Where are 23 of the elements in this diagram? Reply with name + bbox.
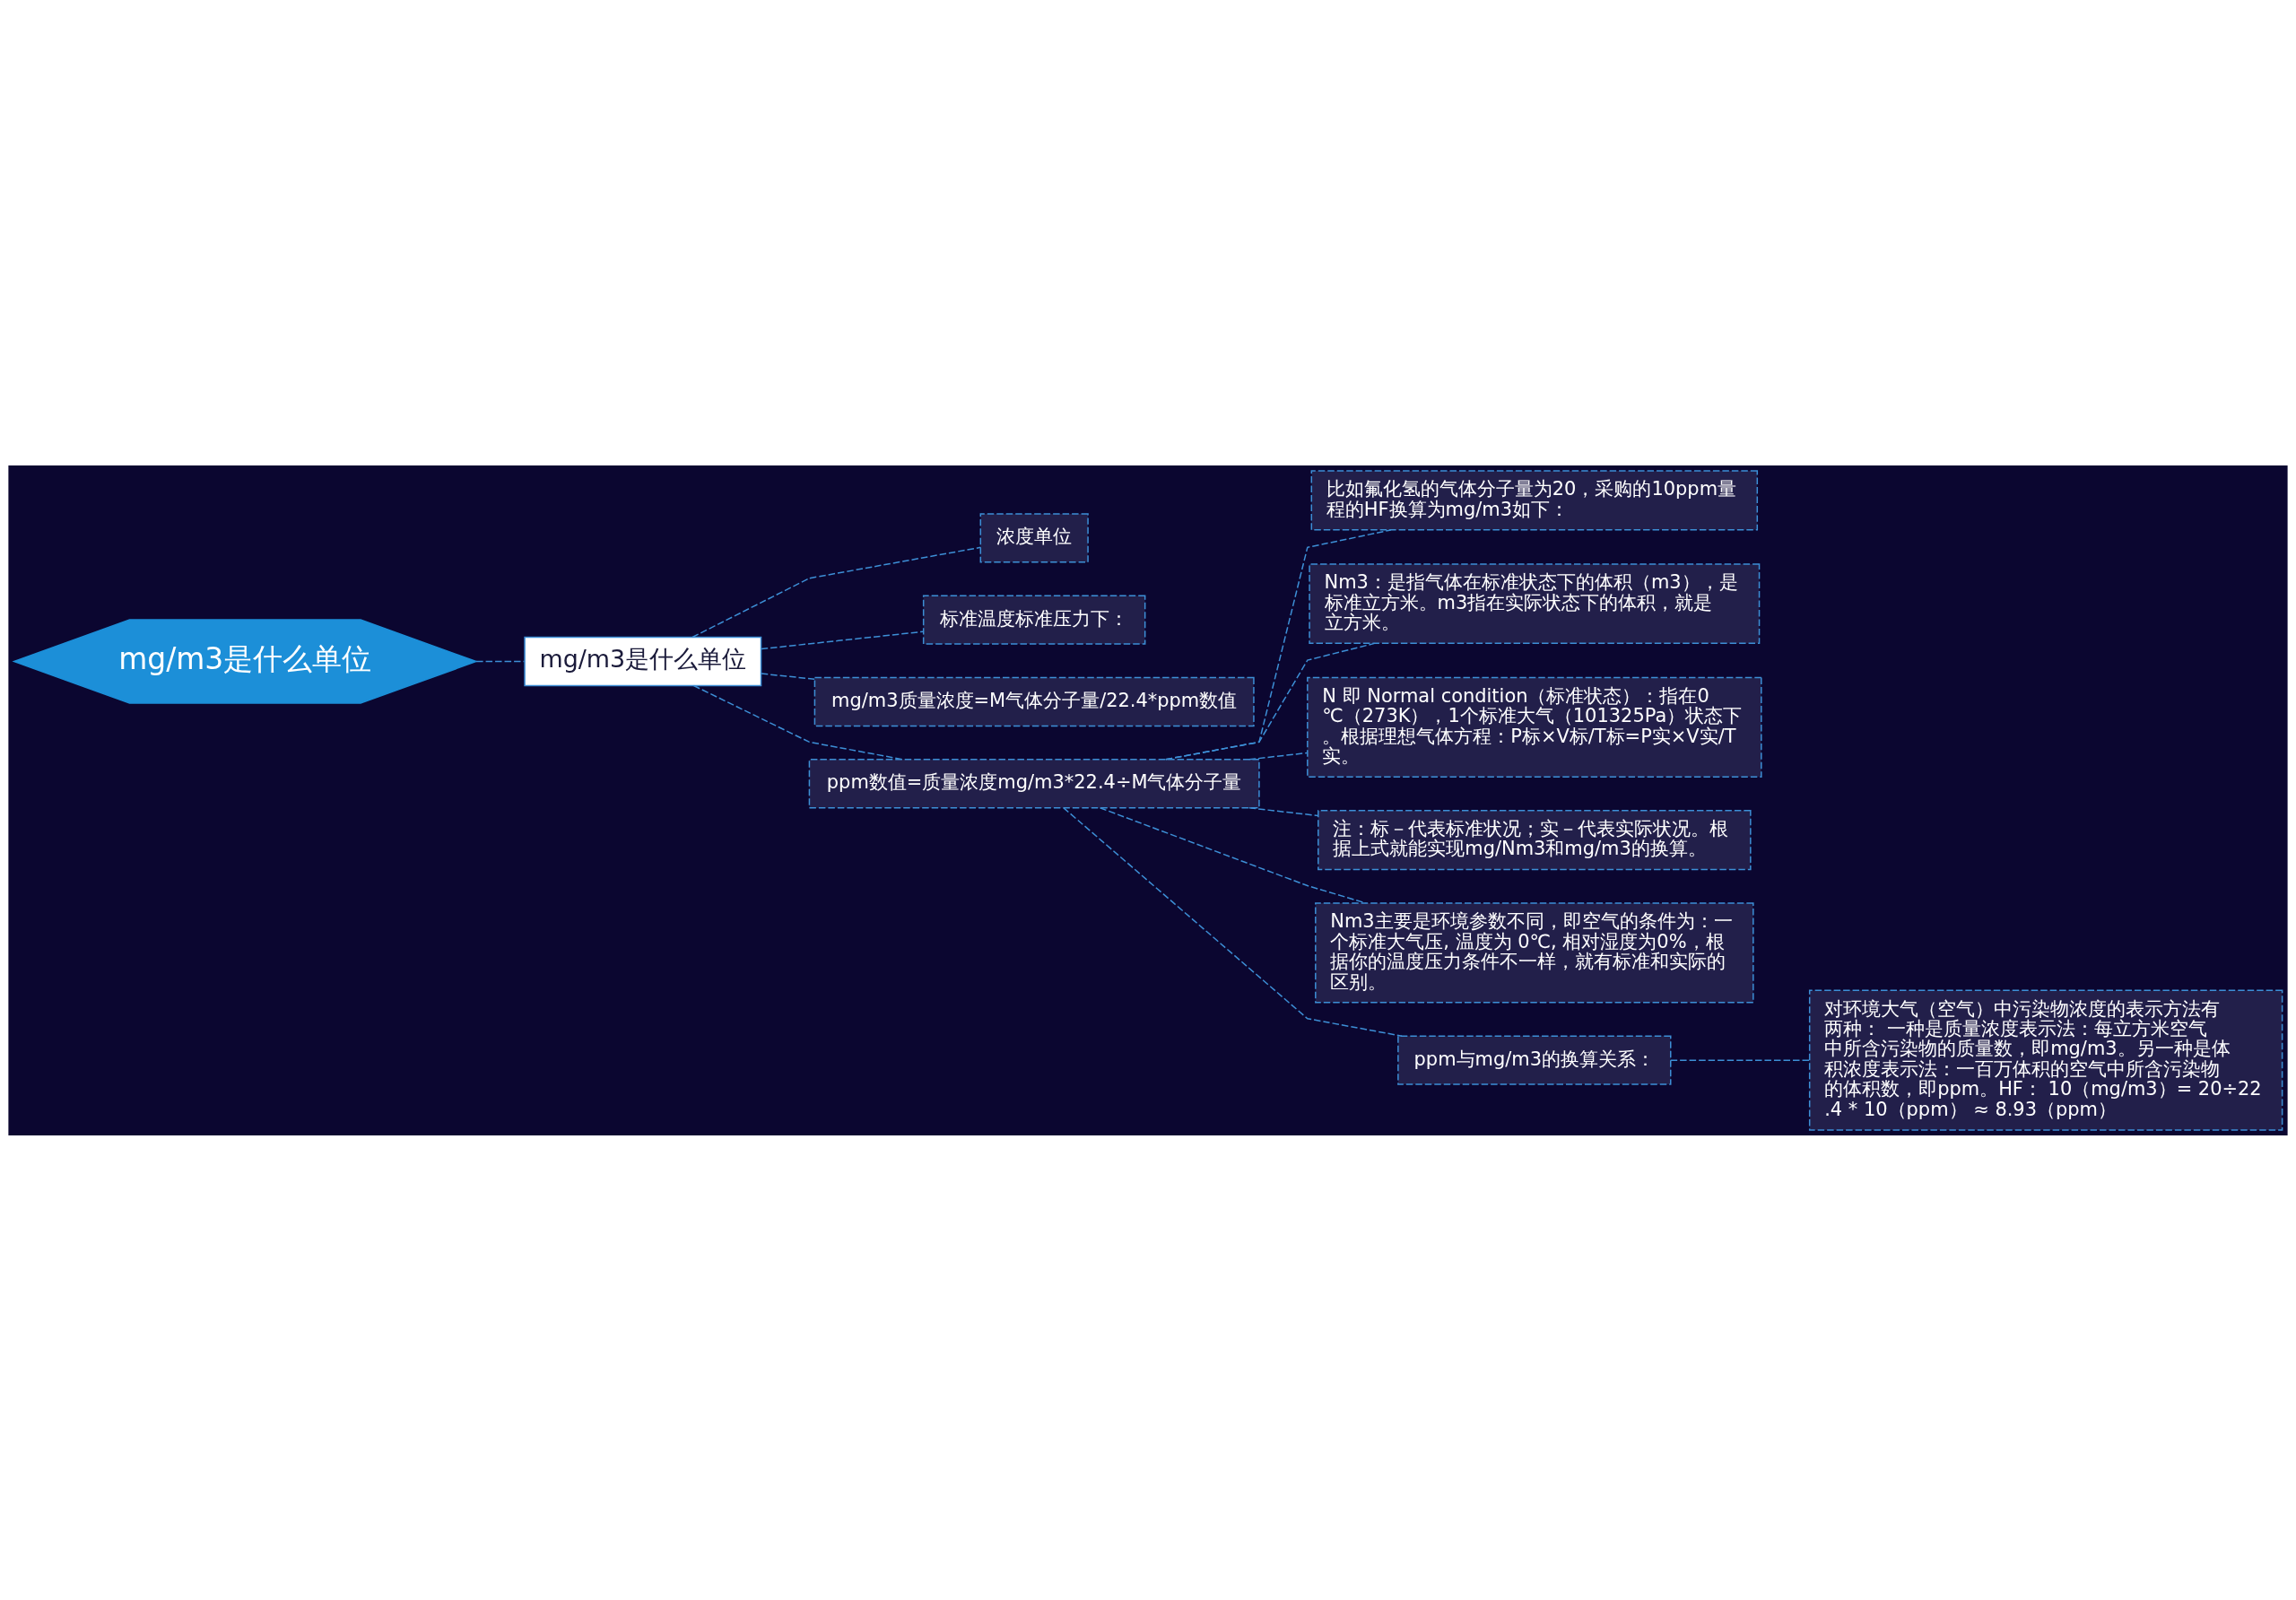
node-box: 标准温度标准压力下：: [922, 594, 1146, 645]
node-box: Nm3主要是环境参数不同，即空气的条件为：一个标准大气压, 温度为 0℃, 相对湿度为0%，根据你的温度压力条件不一样，就有标准和实际的区别。: [1315, 901, 1754, 1004]
node-box: mg/m3是什么单位: [524, 636, 762, 686]
node-box: 比如氟化氢的气体分子量为20，采购的10ppm量程的HF换算为mg/m3如下：: [1310, 469, 1759, 531]
connector: [692, 684, 904, 761]
node-box: 对环境大气（空气）中污染物浓度的表示方法有两种： 一种是质量浓度表示法：每立方米空气中所含污染物的质量数，即mg/m3。另一种是体积浓度表示法：一百万体积的空气中所含污染物的体积数，即ppm。HF： 10（mg/m3）= 20÷22.4 * 10（ppm） ≈ 8.93（ppm）: [1808, 989, 2283, 1131]
node-box: 注：标－代表标准状况；实－代表实际状况。根据上式就能实现mg/Nm3和mg/m3的换算。: [1318, 809, 1752, 870]
connector: [475, 660, 526, 662]
node-box: ppm数值=质量浓度mg/m3*22.4÷M气体分子量: [808, 758, 1260, 808]
connector: [761, 672, 815, 680]
connector: [691, 546, 981, 638]
node-box: ppm与mg/m3的换算关系：: [1397, 1034, 1672, 1085]
node-box: N 即 Normal condition（标准状态）：指在0℃（273K），1个标准大气（101325Pa）状态下。根据理想气体方程：P标×V标/T标=P实×V实/T实。: [1307, 676, 1762, 778]
connector: [1063, 806, 1403, 1037]
connector: [1164, 642, 1376, 761]
node-box: Nm3：是指气体在标准状态下的体积（m3），是标准立方米。m3指在实际状态下的体积，就是立方米。: [1309, 562, 1761, 644]
node-box: 浓度单位: [979, 512, 1089, 563]
connector: [1248, 806, 1319, 816]
connector: [1164, 528, 1392, 761]
connector: [761, 630, 925, 649]
connector: [1248, 752, 1309, 761]
node-box: mg/m3质量浓度=M气体分子量/22.4*ppm数值: [813, 676, 1255, 726]
connector: [1670, 1058, 1811, 1061]
